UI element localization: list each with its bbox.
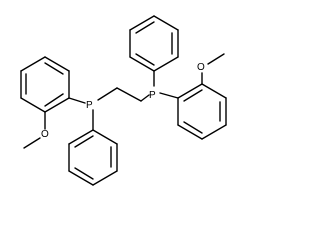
left-oxygen-label: O — [41, 129, 49, 140]
ring-bond — [177, 83, 203, 99]
ring-bond — [153, 15, 179, 31]
ring-bond — [68, 170, 94, 186]
right-methoxy-group: O — [197, 53, 225, 85]
ring-double-bond — [135, 53, 155, 66]
right-methoxyphenyl-ring — [177, 83, 227, 140]
ring-bond — [201, 83, 227, 99]
right-phosphorus-label: P — [149, 90, 156, 101]
ring-bond — [92, 129, 118, 145]
ring-bond — [177, 124, 203, 140]
ring-bond — [20, 97, 46, 113]
ring-bond — [20, 56, 46, 72]
ring-bond — [201, 124, 227, 140]
ring-double-bond — [44, 62, 64, 75]
ring-bond — [44, 56, 70, 72]
p-aryl-bond — [159, 92, 179, 99]
ring-bond — [68, 129, 94, 145]
ring-bond — [44, 97, 70, 113]
left-methoxyphenyl-ring — [20, 56, 70, 113]
right-phenyl-ring — [129, 15, 179, 72]
ring-double-bond — [183, 121, 203, 134]
ring-double-bond — [74, 167, 94, 180]
ring-bond — [153, 56, 179, 72]
ring-double-bond — [44, 93, 64, 107]
methyl-bond — [23, 137, 41, 149]
ring-bond — [92, 170, 118, 186]
chemical-structure-diagram: O P P — [20, 15, 227, 186]
ethylene-bond — [140, 94, 150, 102]
p-aryl-bond — [68, 97, 86, 104]
ethylene-bond — [97, 87, 118, 101]
ring-double-bond — [74, 135, 94, 148]
left-methoxy-group: O — [23, 111, 49, 149]
left-phosphorus-label: P — [86, 100, 93, 111]
right-oxygen-label: O — [197, 62, 205, 73]
ring-double-bond — [135, 21, 155, 34]
ring-bond — [129, 56, 155, 72]
methyl-bond — [207, 53, 225, 65]
ring-double-bond — [183, 89, 203, 102]
left-phenyl-ring — [68, 129, 118, 186]
ring-bond — [129, 15, 155, 31]
ethylene-bond — [116, 87, 142, 102]
